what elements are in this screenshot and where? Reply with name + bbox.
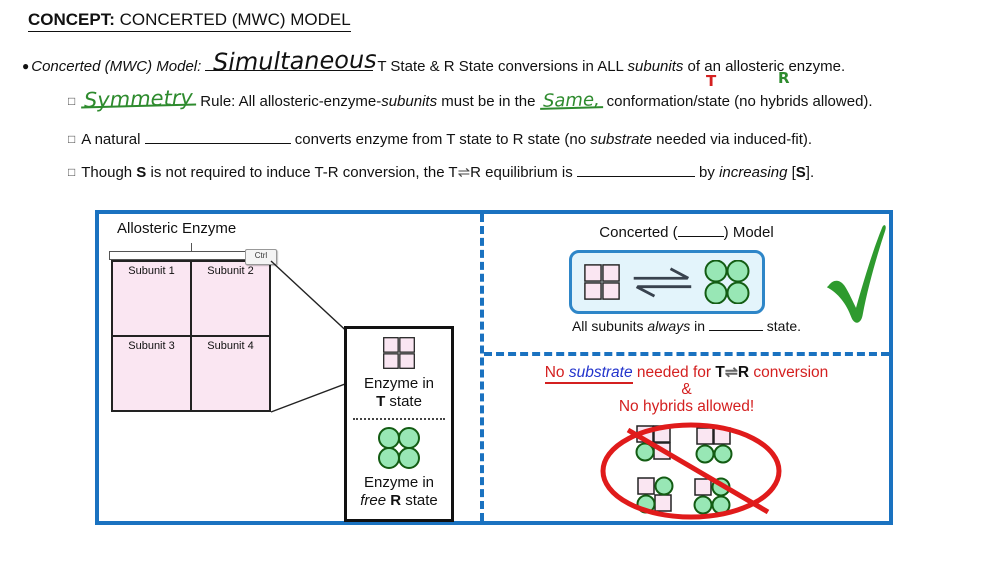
page-title: CONCEPT: CONCERTED (MWC) MODEL bbox=[28, 10, 351, 32]
dashed-divider-vertical bbox=[480, 214, 484, 521]
t-symbol: T bbox=[715, 364, 725, 381]
dotted-divider bbox=[353, 418, 445, 420]
r-state-circles-icon bbox=[347, 427, 451, 474]
rule-text: Rule: All allosteric-enzyme- bbox=[196, 93, 382, 110]
handwritten-annotation-r: R bbox=[778, 69, 790, 87]
bullet-icon: ● bbox=[22, 59, 30, 73]
subunits-italic: subunits bbox=[627, 58, 684, 75]
equilibrium-symbol: ⇌ bbox=[457, 164, 471, 181]
substrate-italic: substrate bbox=[590, 131, 652, 148]
subunit-label: Subunit 1 bbox=[128, 265, 175, 277]
rule-text-end: conformation/state (no hybrids allowed). bbox=[602, 93, 873, 110]
r-symbol: R bbox=[737, 364, 750, 381]
subunit-cell: Subunit 3 bbox=[113, 337, 190, 410]
diagram-panel: Allosteric Enzyme Subunit 1 Subunit 2 Su… bbox=[95, 210, 893, 525]
line-text-mid4: [ bbox=[787, 164, 796, 181]
increasing-italic: increasing bbox=[719, 164, 788, 181]
hybrid-tetramer bbox=[695, 427, 733, 464]
t-state-grid-icon bbox=[347, 336, 451, 375]
line-text-end: ]. bbox=[805, 164, 815, 181]
subunit-cell: Subunit 4 bbox=[192, 337, 269, 410]
blank-line: Simultaneous bbox=[205, 46, 377, 76]
dashed-divider-horizontal bbox=[484, 352, 889, 356]
definition-lead: Concerted (MWC) Model: bbox=[31, 58, 206, 75]
definition-text-end: of an allosteric enzyme. bbox=[683, 58, 846, 75]
allosteric-enzyme-title: Allosteric Enzyme bbox=[117, 220, 237, 237]
substrate-text: substrate bbox=[568, 364, 633, 381]
definition-text: T State & R State conversions in ALL bbox=[373, 58, 628, 75]
symmetry-rule-line: □ Symmetry Rule: All allosteric-enzyme-su… bbox=[68, 86, 873, 113]
subunit-label: Subunit 4 bbox=[207, 340, 254, 352]
t-state-caption: Enzyme in T state bbox=[363, 375, 435, 410]
subunit-cell: Subunit 2 bbox=[192, 262, 269, 335]
subunit-label: Subunit 3 bbox=[128, 340, 175, 352]
line-text-mid3: by bbox=[694, 164, 720, 181]
line-text: A natural bbox=[81, 131, 145, 148]
no-hybrids-figure bbox=[600, 422, 782, 520]
concerted-model-title: Concerted () Model bbox=[599, 224, 774, 241]
subunit-label: Subunit 2 bbox=[207, 265, 254, 277]
subunit-cell: Subunit 1 bbox=[113, 262, 190, 335]
needed-for-text: needed for bbox=[632, 364, 716, 381]
handwritten-answer-simultaneous: Simultaneous bbox=[213, 45, 378, 77]
square-bullet-icon: □ bbox=[68, 94, 76, 108]
ampersand-text: & bbox=[681, 381, 692, 398]
r-state-circles-icon bbox=[704, 260, 750, 304]
line-text-mid: is not required to induce T-R conversion… bbox=[146, 164, 458, 181]
equilibrium-box bbox=[569, 250, 765, 314]
subunits-always-caption: All subunits always in state. bbox=[571, 318, 802, 334]
no-hybrids-text: No hybrids allowed! bbox=[618, 398, 755, 415]
pointer-tick bbox=[191, 243, 192, 251]
equilibrium-symbol: ⇌ bbox=[724, 364, 738, 381]
definition-line: ●Concerted (MWC) Model: Simultaneous T S… bbox=[22, 46, 846, 77]
checkmark-icon bbox=[825, 222, 887, 333]
substrate-symbol: S bbox=[795, 164, 806, 181]
enzyme-subunit-grid: Subunit 1 Subunit 2 Subunit 3 Subunit 4 bbox=[111, 260, 271, 412]
subunits-italic: subunits bbox=[381, 93, 438, 110]
substrate-symbol: S bbox=[136, 164, 147, 181]
line-text-end: needed via induced-fit). bbox=[651, 131, 813, 148]
line-text-mid: converts enzyme from T state to R state … bbox=[290, 131, 591, 148]
square-bullet-icon: □ bbox=[68, 132, 76, 146]
conversion-text: conversion bbox=[749, 364, 829, 381]
t-state-grid-icon bbox=[584, 264, 620, 300]
blank-line bbox=[677, 224, 724, 237]
concept-label: CONCEPT: bbox=[28, 10, 115, 29]
r-state-caption: Enzyme in free R state bbox=[360, 474, 438, 509]
blank-line bbox=[144, 129, 291, 144]
blank-line bbox=[708, 318, 763, 331]
line-text: Though bbox=[81, 164, 137, 181]
warning-line1: No substrate needed for T⇌R conversion bbox=[484, 364, 889, 384]
handwritten-answer-same: Same, bbox=[539, 89, 603, 112]
natural-blank-line: □ A natural converts enzyme from T state … bbox=[68, 129, 812, 148]
t-r-state-box: Enzyme in T state Enzyme in free R state bbox=[344, 326, 454, 522]
no-substrate-warning: No substrate needed for T⇌R conversion &… bbox=[484, 364, 889, 415]
square-bullet-icon: □ bbox=[68, 165, 76, 179]
handwritten-annotation-t: T bbox=[706, 72, 717, 90]
no-text: No bbox=[544, 364, 569, 381]
concept-title: CONCERTED (MWC) MODEL bbox=[114, 10, 351, 29]
blank-line bbox=[576, 162, 695, 177]
rule-text-mid: must be in the bbox=[437, 93, 540, 110]
equilibrium-blank-line: □ Though S is not required to induce T-R … bbox=[68, 162, 814, 181]
equilibrium-arrows-icon bbox=[633, 267, 692, 298]
ctrl-paste-button[interactable]: Ctrl bbox=[245, 249, 277, 265]
no-symbol-icon bbox=[600, 422, 782, 520]
handwritten-answer-symmetry: Symmetry bbox=[81, 86, 197, 112]
line-text-mid2: R equilibrium is bbox=[470, 164, 577, 181]
